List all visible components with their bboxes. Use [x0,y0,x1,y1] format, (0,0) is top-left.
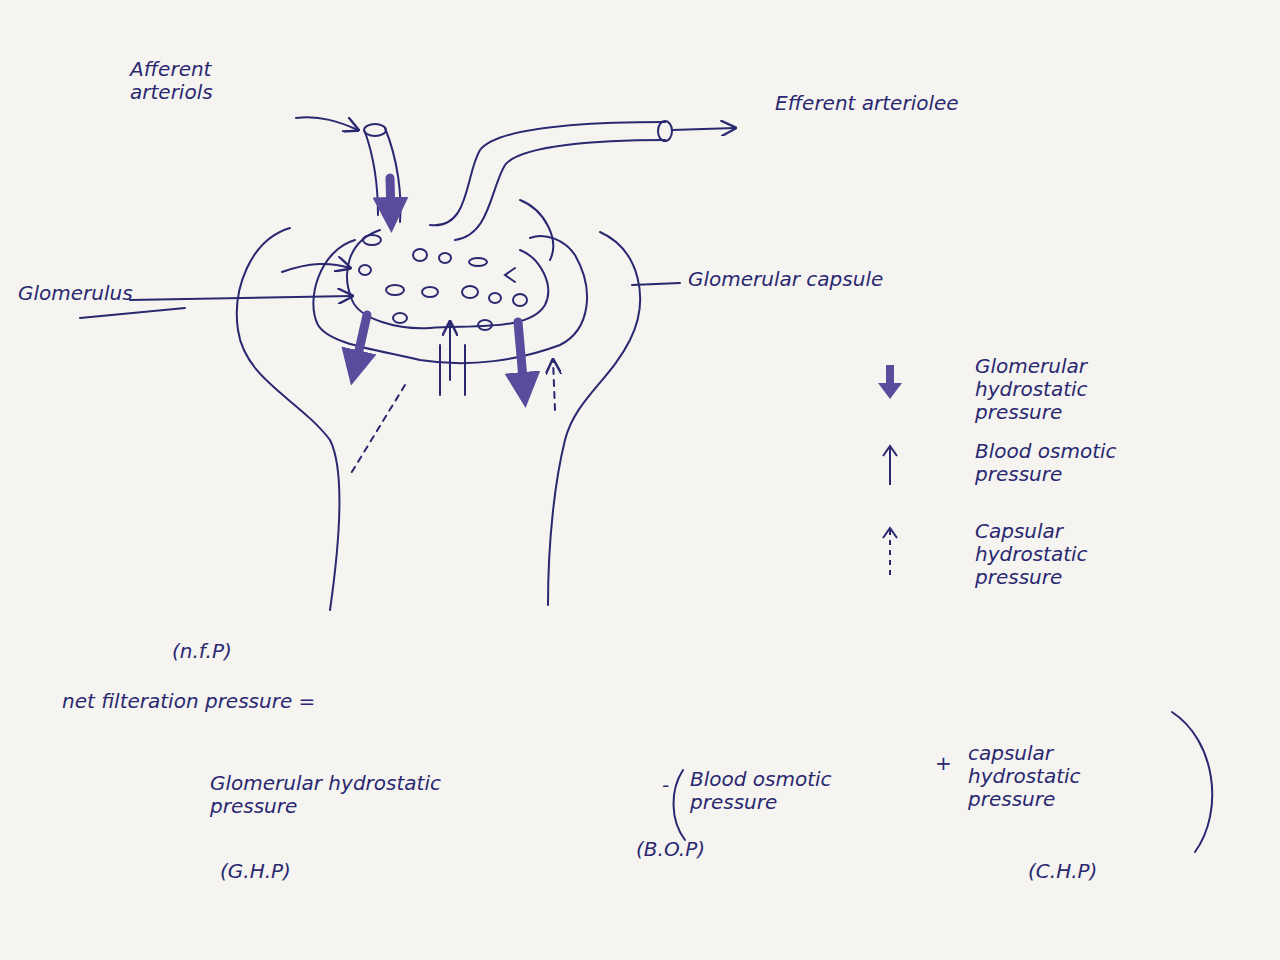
label-text: (C.H.P) [1028,860,1148,883]
hydrostatic-arrow [390,178,391,215]
capillary [439,253,451,263]
label-text: Glomerular hydrostatic pressure [210,772,530,818]
capillary [513,294,527,306]
capillary [413,249,427,261]
hydrostatic-arrow [518,322,524,390]
bracket [673,770,685,840]
capillary [462,286,478,298]
glomerulus-outline [347,230,548,328]
legend-sample [870,440,910,500]
legend-text: Capsular hydrostatic pressure [975,520,1165,589]
capsular-arrow [553,360,555,410]
label-text: + [935,752,957,775]
capillary [489,293,501,303]
capsule-outer-wall [548,232,640,605]
capillary [386,285,404,295]
capillary [363,235,381,245]
leader-line [80,308,185,318]
leader-line [672,128,735,130]
efferent-wall [455,140,665,240]
afferent-wall [385,128,400,222]
label-text: (n.f.P) [172,640,292,663]
osmotic-arrow [464,345,466,395]
capillary [359,265,371,275]
leader-line [632,283,680,285]
capillary [393,313,407,323]
efferent-opening [658,121,672,141]
afferent-wall [365,132,378,215]
hydrostatic-arrow [355,315,367,368]
leader-line [282,264,350,272]
capsule-outer-wall [237,228,340,610]
osmotic-arrow [439,345,441,395]
label-text: Blood osmotic pressure [690,768,920,814]
legend-sample [870,355,910,415]
legend-text: Glomerular hydrostatic pressure [975,355,1165,424]
label-text: Afferent arteriols [130,58,280,104]
leader-line [130,296,352,300]
leader-line [296,117,358,130]
label-text: Efferent arteriolee [775,92,965,115]
label-text: (B.O.P) [636,838,756,861]
label-text: Glomerulus [18,282,178,305]
capsule-inner-wall [520,200,553,260]
efferent-wall [430,122,665,225]
capsular-arrow [350,385,405,475]
afferent-opening [364,124,386,136]
label-text: - [662,774,682,797]
flow-mark [505,268,515,282]
label-text: (G.H.P) [220,860,340,883]
legend-text: Blood osmotic pressure [975,440,1165,486]
legend-sample [870,520,910,580]
capillary [469,258,487,266]
label-text: Glomerular capsule [688,268,888,291]
label-text: net filteration pressure = [62,690,392,713]
capillary [478,320,492,330]
bracket [1172,712,1212,852]
label-text: capsular hydrostatic pressure [968,742,1168,811]
capillary [422,287,438,297]
osmotic-arrow [449,322,451,380]
